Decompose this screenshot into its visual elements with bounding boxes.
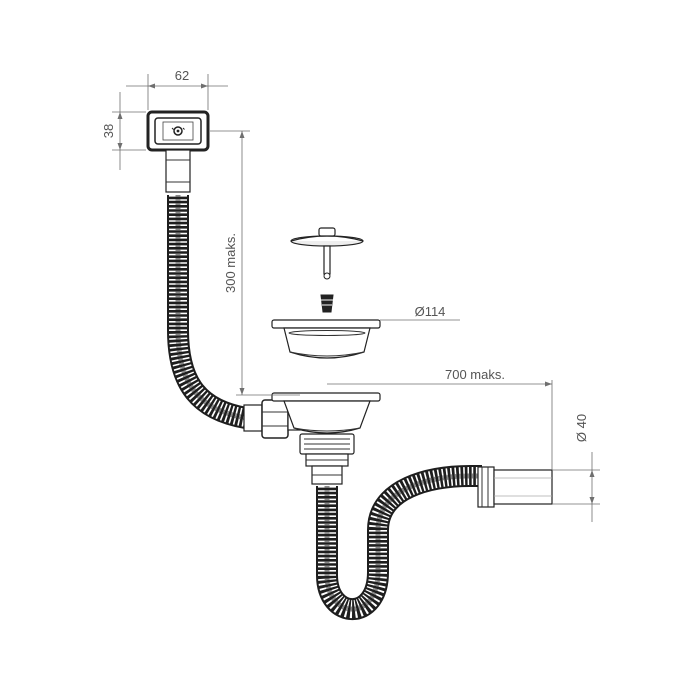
- dimension-label-40: Ø 40: [574, 414, 589, 442]
- overflow-hose: [167, 195, 249, 429]
- dimension-label-700: 700 maks.: [445, 367, 505, 382]
- outlet-hose: [316, 465, 482, 620]
- strainer-basket: [271, 319, 381, 359]
- dimension-overflow-length: 300 maks.: [210, 130, 300, 396]
- dimension-label-62: 62: [175, 68, 189, 83]
- overflow-head: [146, 110, 210, 193]
- dimension-label-114: Ø114: [415, 304, 446, 319]
- dimension-outlet-length: 700 maks.: [327, 367, 553, 470]
- dimension-label-38: 38: [101, 124, 116, 138]
- dimension-overflow-height: 38: [101, 92, 146, 170]
- dimension-label-300: 300 maks.: [223, 233, 238, 293]
- outlet-pipe: [477, 466, 553, 508]
- strainer-stopper: [290, 227, 364, 313]
- dimension-outlet-diameter: Ø 40: [552, 414, 600, 522]
- dimension-overflow-width: 62: [126, 68, 228, 110]
- drain-body: [271, 392, 381, 485]
- dimension-strainer-diameter: Ø114: [380, 304, 460, 321]
